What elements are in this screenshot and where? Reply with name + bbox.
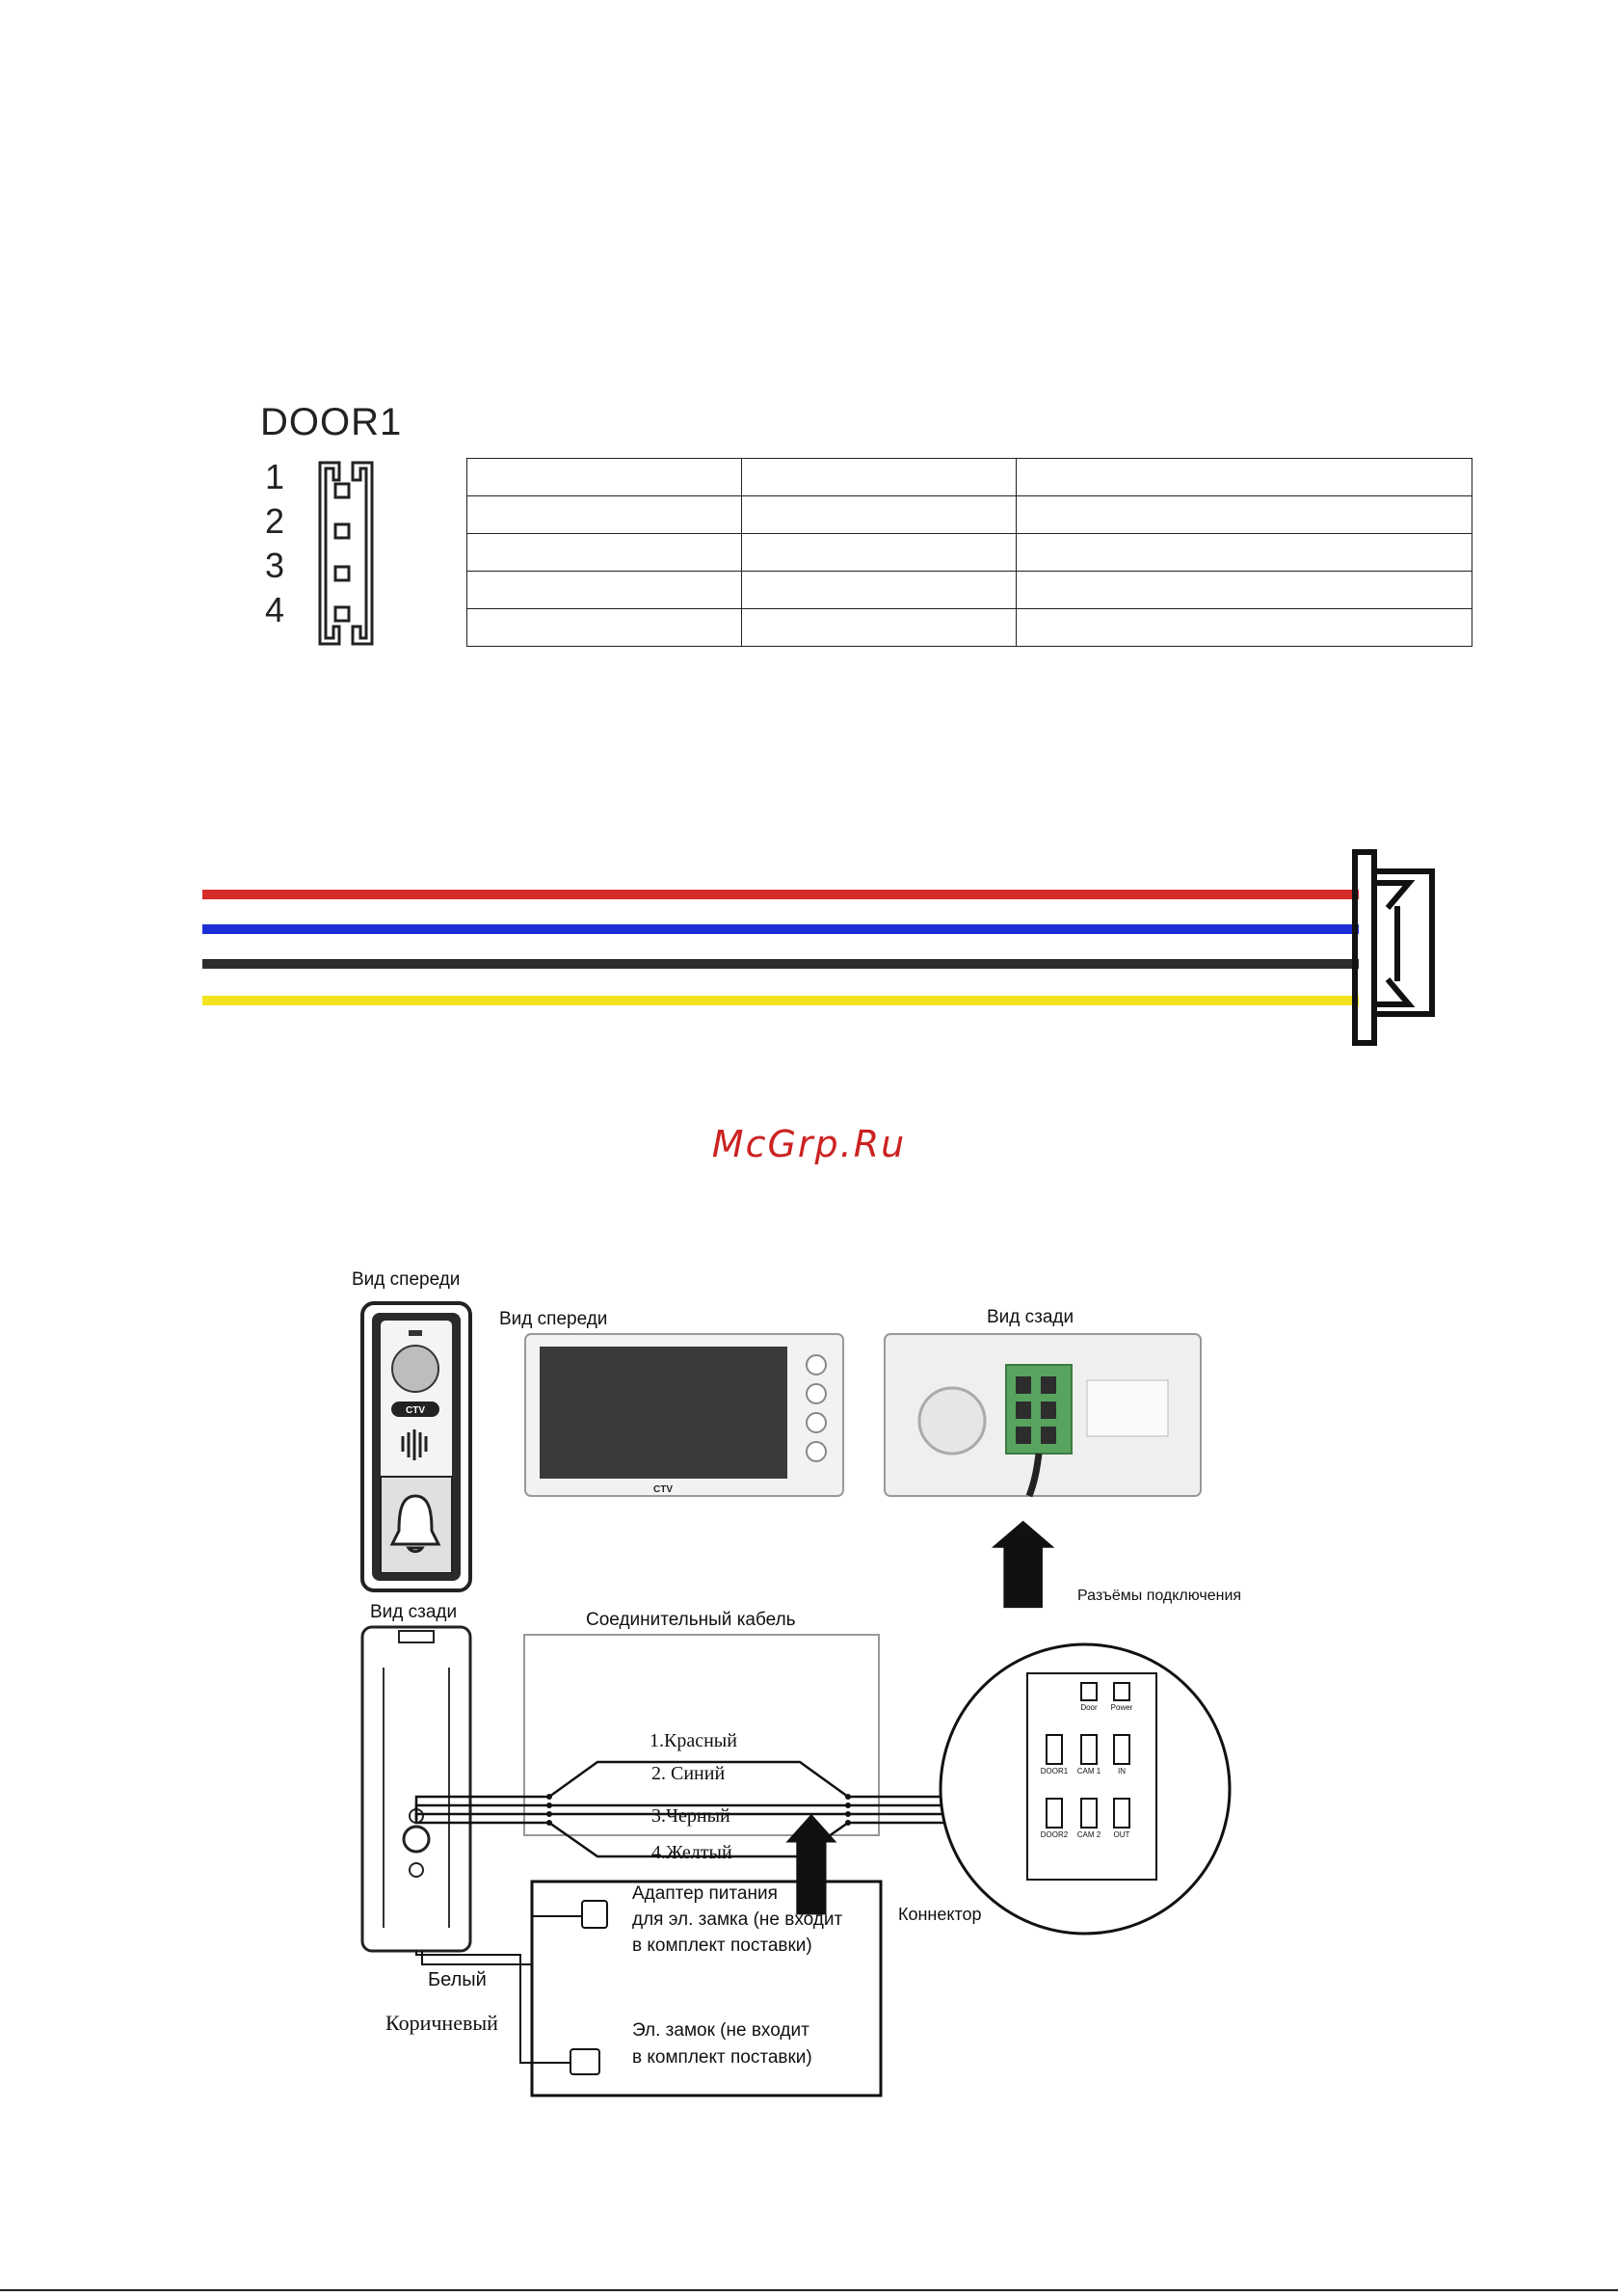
table-row <box>466 533 1472 572</box>
port-label: Power <box>1111 1703 1133 1712</box>
connector-title: DOOR1 <box>260 401 403 443</box>
pin-table <box>466 458 1472 647</box>
table-cell <box>466 458 742 496</box>
monitor-front-label: Вид спереди <box>499 1309 607 1329</box>
adapter-line: в комплект поставки) <box>632 1936 812 1956</box>
pin-number: 2 <box>265 501 285 541</box>
door-connector-icon <box>318 461 374 646</box>
monitor-back <box>884 1333 1202 1498</box>
panel-brand: CTV <box>406 1405 425 1416</box>
connectors-label: Разъёмы подключения <box>1077 1588 1241 1604</box>
rear-speaker-icon <box>917 1386 987 1455</box>
monitor-back-label: Вид сзади <box>987 1307 1074 1327</box>
table-cell <box>741 608 1017 647</box>
accessory-wires <box>415 1915 582 2064</box>
cable-box <box>523 1634 880 1836</box>
bell-icon <box>389 1494 441 1554</box>
table-row <box>466 571 1472 609</box>
camera-icon <box>391 1345 439 1393</box>
table-cell <box>1016 458 1472 496</box>
speaker-icon <box>401 1429 428 1460</box>
table-cell <box>466 533 742 572</box>
port-label: DOOR1 <box>1041 1767 1069 1775</box>
port-label: DOOR2 <box>1041 1830 1069 1839</box>
table-cell <box>466 608 742 647</box>
port-label: IN <box>1118 1767 1126 1775</box>
table-cell <box>741 571 1017 609</box>
key-button-icon <box>806 1412 827 1433</box>
outdoor-panel-front: CTV <box>360 1301 472 1592</box>
table-cell <box>741 533 1017 572</box>
rear-ports <box>1046 1682 1130 1829</box>
pin-number: 4 <box>265 590 285 629</box>
connector-label: Коннектор <box>898 1905 982 1924</box>
pin-numbers: 1 2 3 4 <box>265 455 284 632</box>
accessory-box <box>530 1880 883 2097</box>
cable-title: Соединительный кабель <box>586 1610 796 1630</box>
table-cell <box>1016 533 1472 572</box>
port-label: CAM 1 <box>1077 1767 1101 1775</box>
bottom-rule <box>0 2289 1618 2291</box>
pin-number: 1 <box>265 457 285 496</box>
table-cell <box>741 495 1017 534</box>
wire-label-yellow: 4.Желтый <box>651 1842 732 1863</box>
monitor-brand: CTV <box>653 1484 673 1495</box>
power-adapter-icon <box>581 1900 608 1929</box>
adapter-line: Адаптер питания <box>632 1883 778 1904</box>
plug-connector-icon <box>1352 849 1435 1046</box>
arrow-up-icon <box>785 1813 837 1915</box>
outdoor-front-label: Вид спереди <box>352 1269 460 1290</box>
pin-number: 3 <box>265 546 285 585</box>
table-cell <box>1016 571 1472 609</box>
outdoor-back-label: Вид сзади <box>370 1602 457 1622</box>
white-wire-label: Белый <box>428 1969 487 1990</box>
table-cell <box>466 495 742 534</box>
call-button-icon <box>806 1441 827 1462</box>
port-label: Door <box>1080 1703 1098 1712</box>
electric-lock-icon <box>570 2048 600 2075</box>
table-cell <box>1016 495 1472 534</box>
adapter-line: для эл. замка (не входит <box>632 1909 842 1930</box>
watermark: McGrp.Ru <box>711 1123 907 1165</box>
table-cell <box>466 571 742 609</box>
user-button-icon <box>806 1383 827 1404</box>
wire-label-black: 3.Черный <box>651 1805 730 1827</box>
wire-harness <box>202 849 1435 1046</box>
wire-label-blue: 2. Синий <box>651 1763 725 1784</box>
monitor-front: CTV <box>524 1333 844 1497</box>
outdoor-panel-back <box>360 1625 472 1953</box>
table-cell <box>741 458 1017 496</box>
table-row <box>466 495 1472 534</box>
table-row <box>466 608 1472 647</box>
lock-line: Эл. замок (не входит <box>632 2020 809 2041</box>
port-label: OUT <box>1114 1830 1130 1839</box>
table-row <box>466 458 1472 496</box>
port-label: CAM 2 <box>1077 1830 1101 1839</box>
lock-line: в комплект поставки) <box>632 2047 812 2068</box>
menu-button-icon <box>806 1354 827 1375</box>
wire-label-red: 1.Красный <box>650 1730 737 1751</box>
brown-wire-label: Коричневый <box>385 2011 498 2035</box>
wiring-diagram: Вид спереди CTV Вид спереди CTV Вид сзад… <box>352 1269 1241 2097</box>
arrow-up-icon <box>991 1520 1055 1609</box>
table-cell <box>1016 608 1472 647</box>
